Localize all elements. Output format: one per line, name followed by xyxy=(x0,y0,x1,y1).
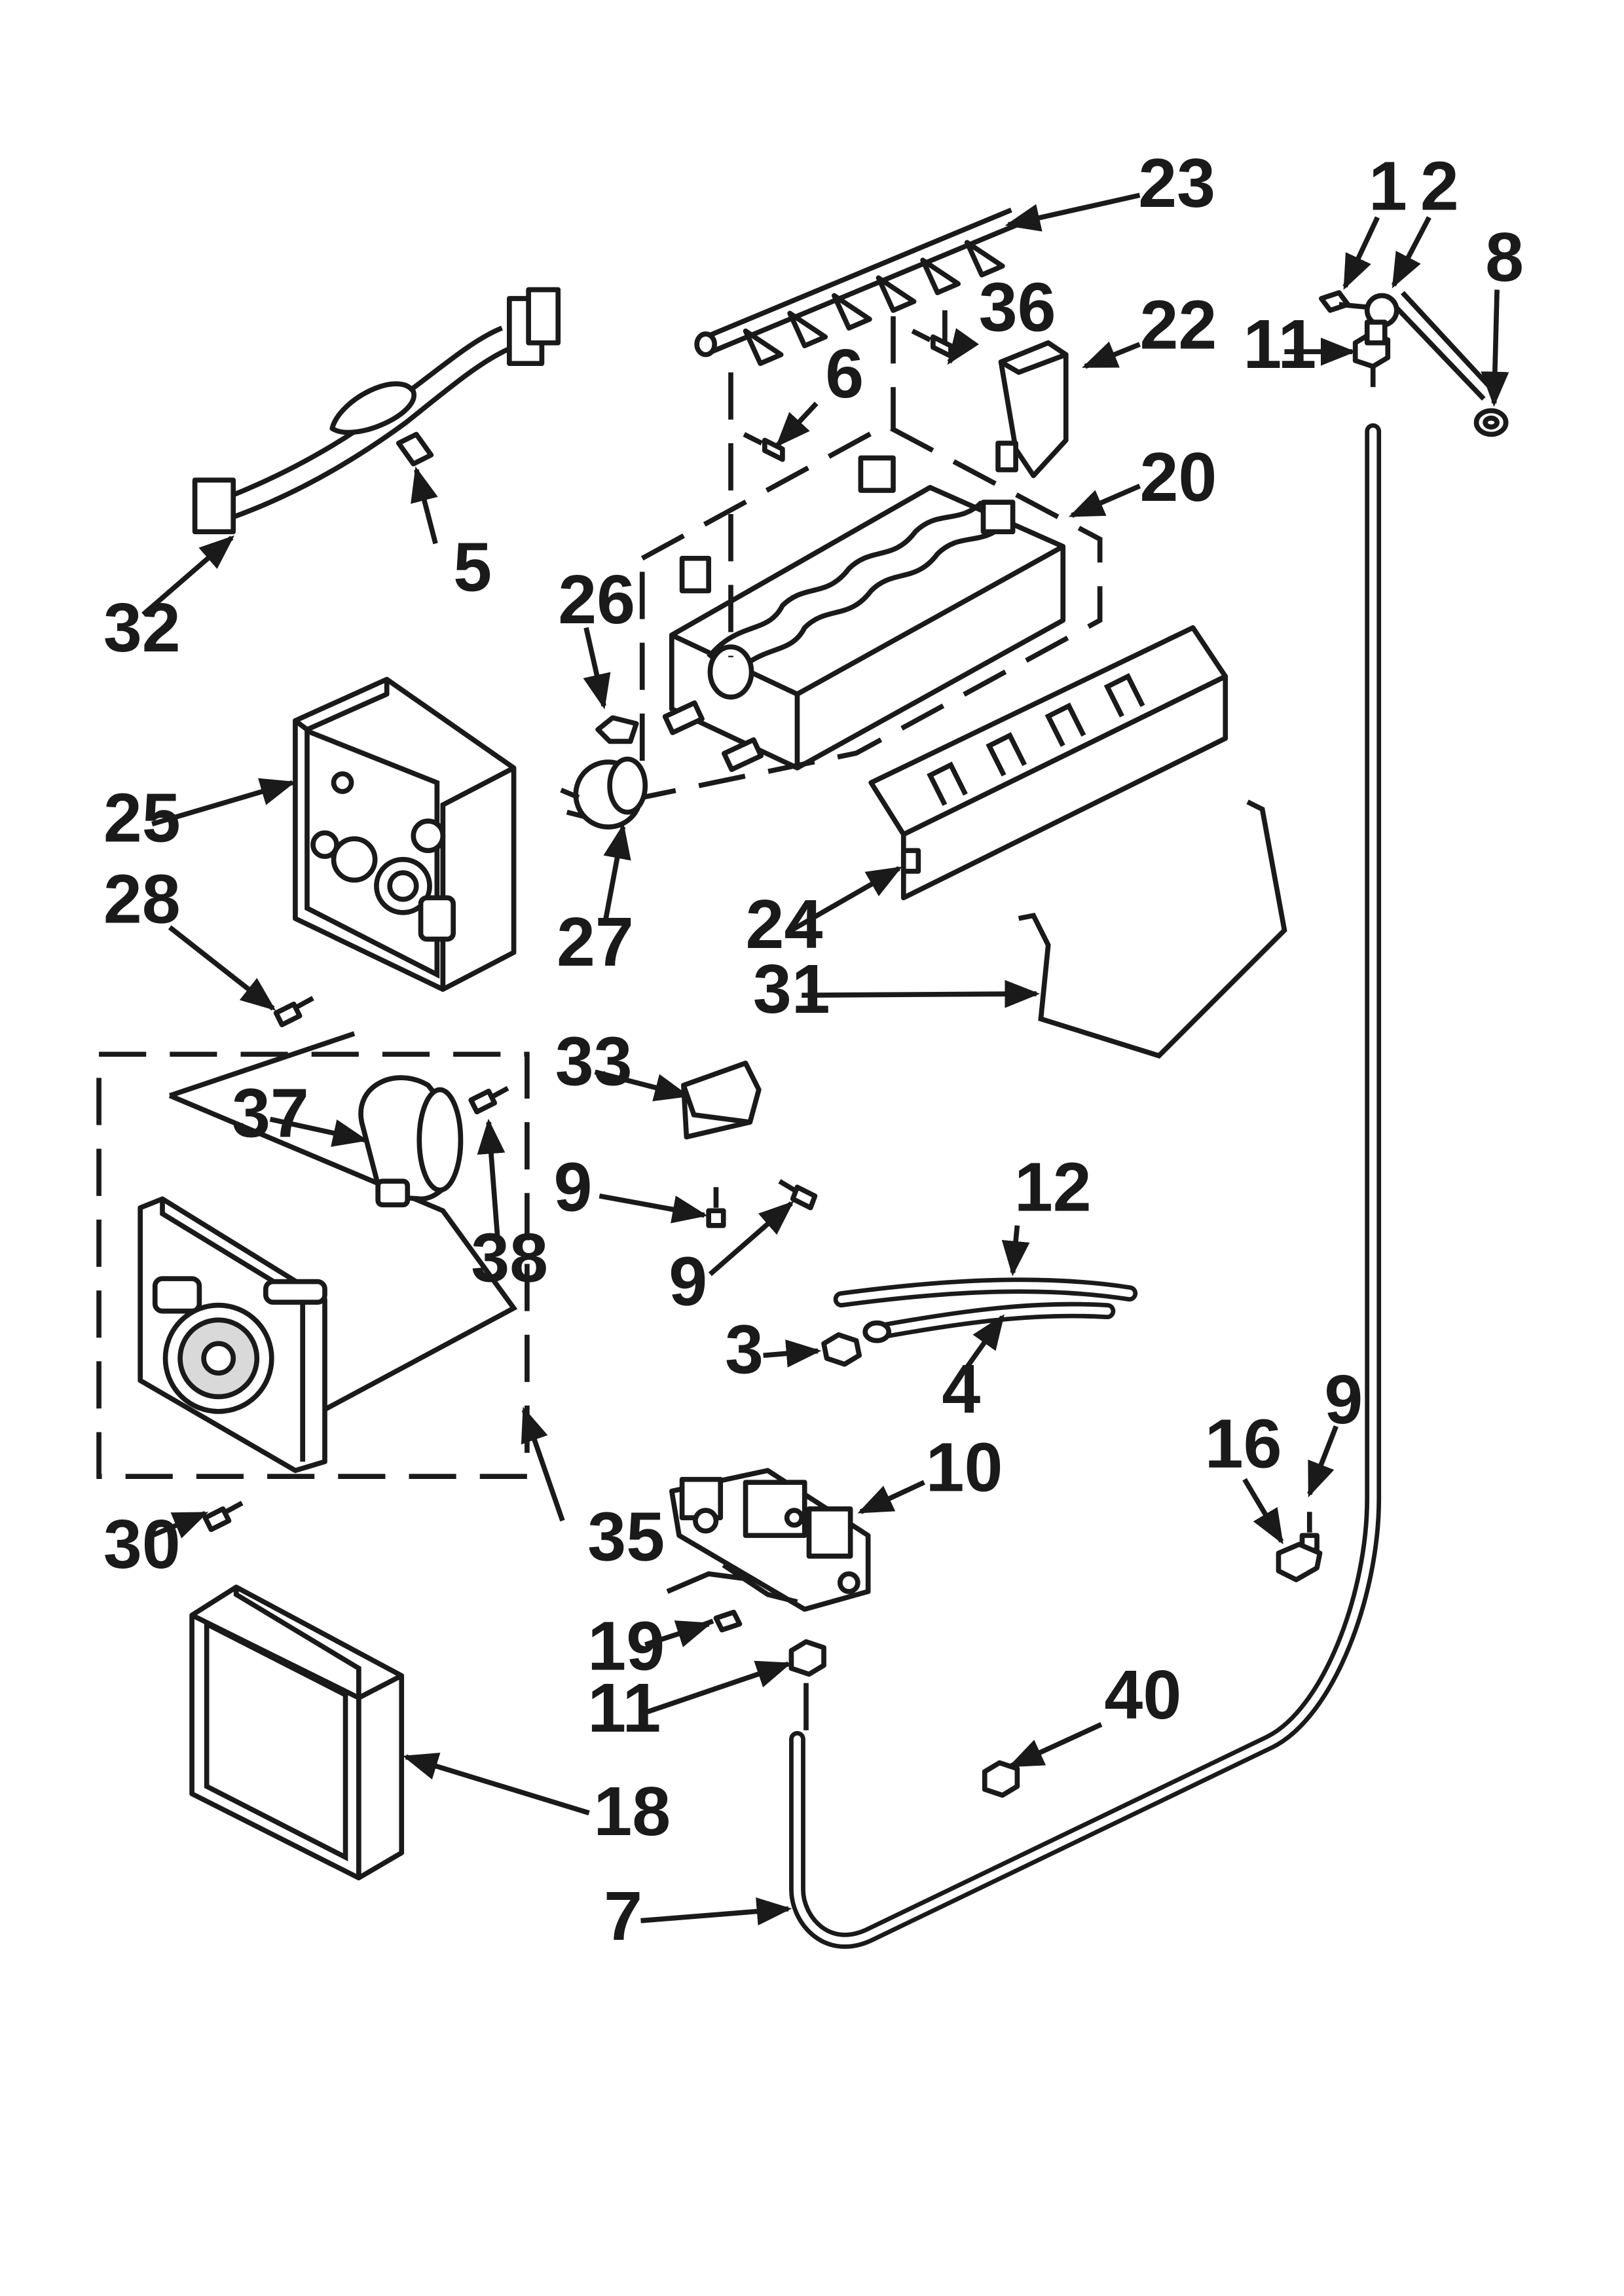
callout-35: 35 xyxy=(587,1499,665,1576)
ejector-shaft xyxy=(694,208,1018,367)
callout-22: 22 xyxy=(1140,287,1217,364)
callout-40: 40 xyxy=(1104,1656,1181,1734)
shutoff-arm xyxy=(1018,799,1287,1059)
callout-9-upper: 9 xyxy=(553,1148,592,1226)
fill-cup xyxy=(995,340,1069,479)
callout-19: 19 xyxy=(587,1607,665,1685)
motor-assembly-leaders xyxy=(168,1031,518,1420)
callout-25: 25 xyxy=(103,780,181,857)
callout-37: 37 xyxy=(232,1075,309,1152)
tube-clamp-16 xyxy=(1276,1542,1323,1582)
callout-36: 36 xyxy=(979,269,1056,346)
valve-screw-leader xyxy=(666,1571,754,1594)
callout-20: 20 xyxy=(1140,439,1217,516)
callout-5: 5 xyxy=(453,528,492,606)
callout-23: 23 xyxy=(1138,145,1215,222)
screw-28 xyxy=(273,996,314,1028)
callout-2: 2 xyxy=(1420,148,1459,225)
callout-26: 26 xyxy=(558,561,635,638)
callout-16: 16 xyxy=(1205,1406,1282,1483)
callout-28: 28 xyxy=(103,861,181,938)
stripper xyxy=(868,625,1228,901)
water-valve xyxy=(669,1468,871,1612)
front-cover xyxy=(189,1584,405,1881)
cover xyxy=(681,1061,762,1140)
callout-31: 31 xyxy=(753,951,830,1028)
clip xyxy=(595,715,639,744)
callout-18: 18 xyxy=(593,1773,671,1850)
callout-24: 24 xyxy=(746,886,823,963)
callout-3: 3 xyxy=(725,1311,764,1388)
callout-27: 27 xyxy=(557,903,634,981)
callout-11-upper: 11 xyxy=(1243,306,1316,383)
callout-4: 4 xyxy=(942,1351,980,1428)
nut-40 xyxy=(982,1760,1020,1798)
callout-8: 8 xyxy=(1485,219,1524,296)
callout-33: 33 xyxy=(555,1023,633,1101)
leader-arrows xyxy=(141,192,1509,1925)
callout-38: 38 xyxy=(471,1220,548,1297)
callout-12: 12 xyxy=(1014,1148,1092,1226)
callout-7: 7 xyxy=(604,1878,642,1955)
motor-plate xyxy=(138,1196,327,1473)
callout-9-lower: 9 xyxy=(669,1243,707,1321)
thermostat xyxy=(560,756,648,829)
nut-11-lower xyxy=(788,1639,826,1677)
callout-32: 32 xyxy=(103,589,181,666)
nut-3 xyxy=(821,1332,862,1367)
water-fitting xyxy=(1318,290,1509,437)
screw-6 xyxy=(743,431,785,462)
control-housing xyxy=(293,676,517,992)
motor-assembly-box xyxy=(96,1051,530,1479)
wire-harness xyxy=(192,287,561,535)
callout-10: 10 xyxy=(926,1429,1003,1506)
screw-38 xyxy=(468,1085,509,1115)
screw-30 xyxy=(202,1501,244,1533)
callout-11-lower: 11 xyxy=(587,1669,661,1747)
screw-9-right xyxy=(778,1178,818,1211)
callout-6: 6 xyxy=(825,335,864,412)
callout-30: 30 xyxy=(103,1506,181,1583)
ice-mold xyxy=(662,455,1066,773)
screw-9-upper xyxy=(706,1187,726,1228)
callout-1: 1 xyxy=(1369,148,1407,225)
callout-9-clamp: 9 xyxy=(1324,1361,1363,1438)
motor xyxy=(358,1075,464,1208)
